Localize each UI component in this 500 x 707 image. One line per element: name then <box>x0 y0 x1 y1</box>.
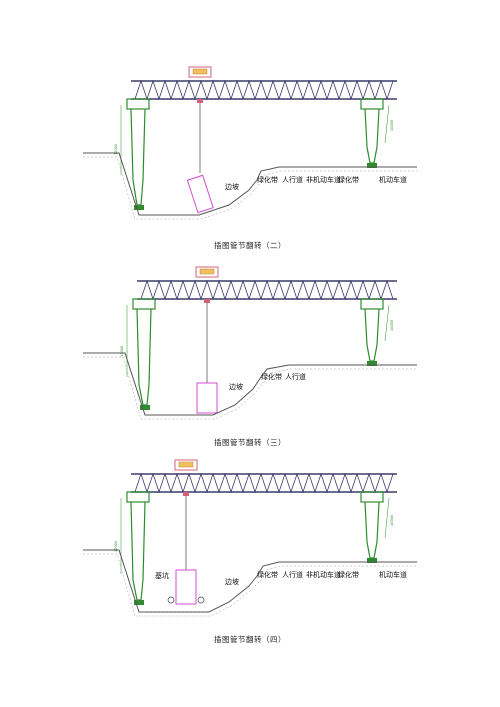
trolley <box>174 459 198 471</box>
gantry-crane-drawing: 12000 10000 边坡 绿化带 人行道 非机动车道 绿化带 机动车道 <box>83 66 417 220</box>
gantry-crane-drawing: 12000 10000 边坡 绿化带 人行道 <box>83 266 417 420</box>
crane-figure-3: 12000 10000 边坡 绿化带 人行道 <box>79 265 417 425</box>
road-label-2: 人行道 <box>282 175 303 184</box>
left-leg <box>120 491 150 601</box>
slope-label: 边坡 <box>229 382 243 391</box>
right-leg-foot <box>367 163 377 168</box>
slope-label: 边坡 <box>225 182 239 191</box>
left-height-dim: 12000 <box>114 144 118 155</box>
right-height-dim: 10000 <box>390 120 394 131</box>
gantry-crane-drawing: 12000 10000 基坑 边坡 绿化带 人行道 非机动车道 绿化带 机动车道 <box>83 459 417 617</box>
trolley <box>188 66 212 78</box>
road-label-1: 绿化带 <box>257 570 278 579</box>
figure-2-caption: 插图管节翻转（二） <box>214 241 286 250</box>
road-label-1: 绿化带 <box>257 175 278 184</box>
pipe-segment <box>186 174 214 214</box>
road-label-3: 非机动车道 <box>306 570 341 579</box>
left-leg <box>126 298 156 406</box>
trolley-motor <box>199 268 215 275</box>
crane-figure-4: 12000 10000 基坑 边坡 绿化带 人行道 非机动车道 绿化带 机动车道 <box>79 458 417 618</box>
slope-label: 边坡 <box>225 577 239 586</box>
hook-block <box>183 492 189 496</box>
ground-profile <box>83 352 417 416</box>
ground-profile <box>83 152 417 216</box>
trolley-motor <box>192 68 208 75</box>
trolley-motor <box>178 461 194 468</box>
road-label-3: 非机动车道 <box>306 175 341 184</box>
pipe-segment <box>175 569 197 605</box>
ground-hatch <box>83 156 417 220</box>
left-leg <box>120 98 150 206</box>
ground-profile <box>83 549 417 613</box>
pipe-support-left <box>167 596 175 604</box>
pit-label: 基坑 <box>155 571 169 580</box>
right-leg <box>360 98 390 164</box>
right-leg <box>360 298 390 362</box>
ground-hatch <box>83 553 417 617</box>
right-height-dim: 10000 <box>390 320 394 331</box>
road-label-2: 人行道 <box>285 372 306 381</box>
trolley <box>195 266 219 278</box>
right-leg-foot <box>367 558 377 563</box>
left-height-dim: 12000 <box>114 541 118 552</box>
left-leg-foot <box>140 405 150 410</box>
right-leg <box>360 491 390 559</box>
figure-4-caption: 插图管节翻转（四） <box>214 635 286 644</box>
pipe-support-right <box>197 596 205 604</box>
road-label-4: 绿化带 <box>338 570 359 579</box>
right-leg-foot <box>367 361 377 366</box>
road-label-1: 绿化带 <box>261 372 282 381</box>
figure-3-caption: 插图管节翻转（三） <box>214 438 286 447</box>
hook-block <box>204 299 210 303</box>
left-leg-foot <box>134 600 144 605</box>
truss-web <box>134 472 394 494</box>
left-height-dim: 12000 <box>120 346 124 357</box>
left-leg-foot <box>134 205 144 210</box>
truss-web <box>140 279 394 301</box>
hook-block <box>197 99 203 103</box>
road-label-2: 人行道 <box>282 570 303 579</box>
road-label-5: 机动车道 <box>379 570 407 579</box>
right-height-dim: 10000 <box>390 515 394 526</box>
crane-figure-2: 12000 10000 边坡 绿化带 人行道 非机动车道 绿化带 机动车道 <box>79 65 417 225</box>
road-label-4: 绿化带 <box>338 175 359 184</box>
truss-web <box>134 79 394 101</box>
road-label-5: 机动车道 <box>379 175 407 184</box>
pipe-segment <box>196 382 218 414</box>
ground-hatch <box>83 356 417 420</box>
